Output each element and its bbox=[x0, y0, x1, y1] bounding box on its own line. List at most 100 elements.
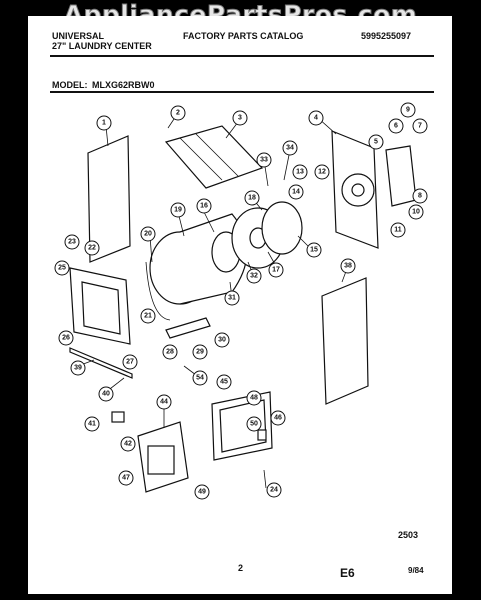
page-number: 2 bbox=[238, 563, 244, 573]
callout-24: 24 bbox=[266, 482, 282, 498]
callout-16: 16 bbox=[196, 198, 212, 214]
print-date: 9/84 bbox=[408, 566, 424, 575]
svg-text:5: 5 bbox=[374, 139, 378, 146]
callout-27: 27 bbox=[122, 354, 138, 370]
svg-text:22: 22 bbox=[88, 245, 96, 252]
callout-29: 29 bbox=[192, 344, 208, 360]
svg-text:29: 29 bbox=[196, 349, 204, 356]
callout-7: 7 bbox=[412, 118, 428, 134]
svg-text:24: 24 bbox=[270, 487, 278, 494]
callout-40: 40 bbox=[98, 386, 114, 402]
toe-kick bbox=[69, 347, 133, 379]
svg-text:39: 39 bbox=[74, 365, 82, 372]
callout-4: 4 bbox=[308, 110, 324, 126]
control-knob bbox=[111, 411, 125, 423]
callout-44: 44 bbox=[156, 394, 172, 410]
svg-text:6: 6 bbox=[394, 123, 398, 130]
svg-text:7: 7 bbox=[418, 123, 422, 130]
callout-32: 32 bbox=[246, 268, 262, 284]
svg-text:54: 54 bbox=[196, 375, 204, 382]
callout-15: 15 bbox=[306, 242, 322, 258]
svg-text:23: 23 bbox=[68, 239, 76, 246]
callout-18: 18 bbox=[244, 190, 260, 206]
callout-41: 41 bbox=[84, 416, 100, 432]
svg-text:49: 49 bbox=[198, 489, 206, 496]
svg-text:20: 20 bbox=[144, 231, 152, 238]
svg-text:11: 11 bbox=[394, 227, 402, 234]
svg-text:10: 10 bbox=[412, 209, 420, 216]
svg-text:47: 47 bbox=[122, 475, 130, 482]
svg-text:9: 9 bbox=[406, 107, 410, 114]
side-panel-right bbox=[321, 277, 369, 405]
callout-33: 33 bbox=[256, 152, 272, 168]
callout-20: 20 bbox=[140, 226, 156, 242]
svg-text:40: 40 bbox=[102, 391, 110, 398]
drum-belt bbox=[145, 261, 171, 321]
callout-47: 47 bbox=[118, 470, 134, 486]
callout-6: 6 bbox=[388, 118, 404, 134]
svg-text:31: 31 bbox=[228, 295, 236, 302]
callout-1: 1 bbox=[96, 115, 112, 131]
svg-text:32: 32 bbox=[250, 273, 258, 280]
side-panel-left bbox=[87, 135, 131, 263]
callout-3: 3 bbox=[232, 110, 248, 126]
svg-text:28: 28 bbox=[166, 349, 174, 356]
callout-25: 25 bbox=[54, 260, 70, 276]
svg-text:33: 33 bbox=[260, 157, 268, 164]
product-name: 27" LAUNDRY CENTER bbox=[52, 41, 152, 51]
header-rule bbox=[50, 55, 434, 57]
svg-text:50: 50 bbox=[250, 421, 258, 428]
callout-31: 31 bbox=[224, 290, 240, 306]
blower-housing bbox=[261, 201, 303, 255]
callout-48: 48 bbox=[246, 390, 262, 406]
callout-8: 8 bbox=[412, 188, 428, 204]
top-cover bbox=[164, 125, 264, 189]
burner-grille bbox=[147, 445, 175, 475]
callout-22: 22 bbox=[84, 240, 100, 256]
svg-text:3: 3 bbox=[238, 115, 242, 122]
section-code: E6 bbox=[340, 566, 355, 580]
svg-text:44: 44 bbox=[160, 399, 168, 406]
callout-13: 13 bbox=[292, 164, 308, 180]
svg-text:19: 19 bbox=[174, 207, 182, 214]
callout-38: 38 bbox=[340, 258, 356, 274]
document-number: 5995255097 bbox=[361, 31, 412, 41]
callout-2: 2 bbox=[170, 105, 186, 121]
callout-28: 28 bbox=[162, 344, 178, 360]
catalog-title: FACTORY PARTS CATALOG bbox=[183, 31, 304, 41]
svg-text:27: 27 bbox=[126, 359, 134, 366]
callout-19: 19 bbox=[170, 202, 186, 218]
svg-text:2: 2 bbox=[176, 110, 180, 117]
svg-text:38: 38 bbox=[344, 263, 352, 270]
svg-text:45: 45 bbox=[220, 379, 228, 386]
callout-30: 30 bbox=[214, 332, 230, 348]
svg-text:14: 14 bbox=[292, 189, 300, 196]
svg-text:41: 41 bbox=[88, 421, 96, 428]
callout-11: 11 bbox=[390, 222, 406, 238]
svg-text:16: 16 bbox=[200, 203, 208, 210]
svg-text:46: 46 bbox=[274, 415, 282, 422]
callout-50: 50 bbox=[246, 416, 262, 432]
svg-text:18: 18 bbox=[248, 195, 256, 202]
callout-14: 14 bbox=[288, 184, 304, 200]
door-latch bbox=[257, 429, 267, 441]
svg-text:25: 25 bbox=[58, 265, 66, 272]
svg-text:21: 21 bbox=[144, 313, 152, 320]
model-number: MLXG62RBW0 bbox=[92, 80, 155, 90]
svg-text:48: 48 bbox=[250, 395, 258, 402]
callout-39: 39 bbox=[70, 360, 86, 376]
callout-10: 10 bbox=[408, 204, 424, 220]
callout-26: 26 bbox=[58, 330, 74, 346]
callout-34: 34 bbox=[282, 140, 298, 156]
svg-text:12: 12 bbox=[318, 169, 326, 176]
svg-text:15: 15 bbox=[310, 247, 318, 254]
figure-number: 2503 bbox=[398, 530, 419, 540]
brand-name: UNIVERSAL bbox=[52, 31, 105, 41]
callout-42: 42 bbox=[120, 436, 136, 452]
callout-54: 54 bbox=[192, 370, 208, 386]
callout-45: 45 bbox=[216, 374, 232, 390]
svg-text:34: 34 bbox=[286, 145, 294, 152]
svg-text:8: 8 bbox=[418, 193, 422, 200]
callout-17: 17 bbox=[268, 262, 284, 278]
